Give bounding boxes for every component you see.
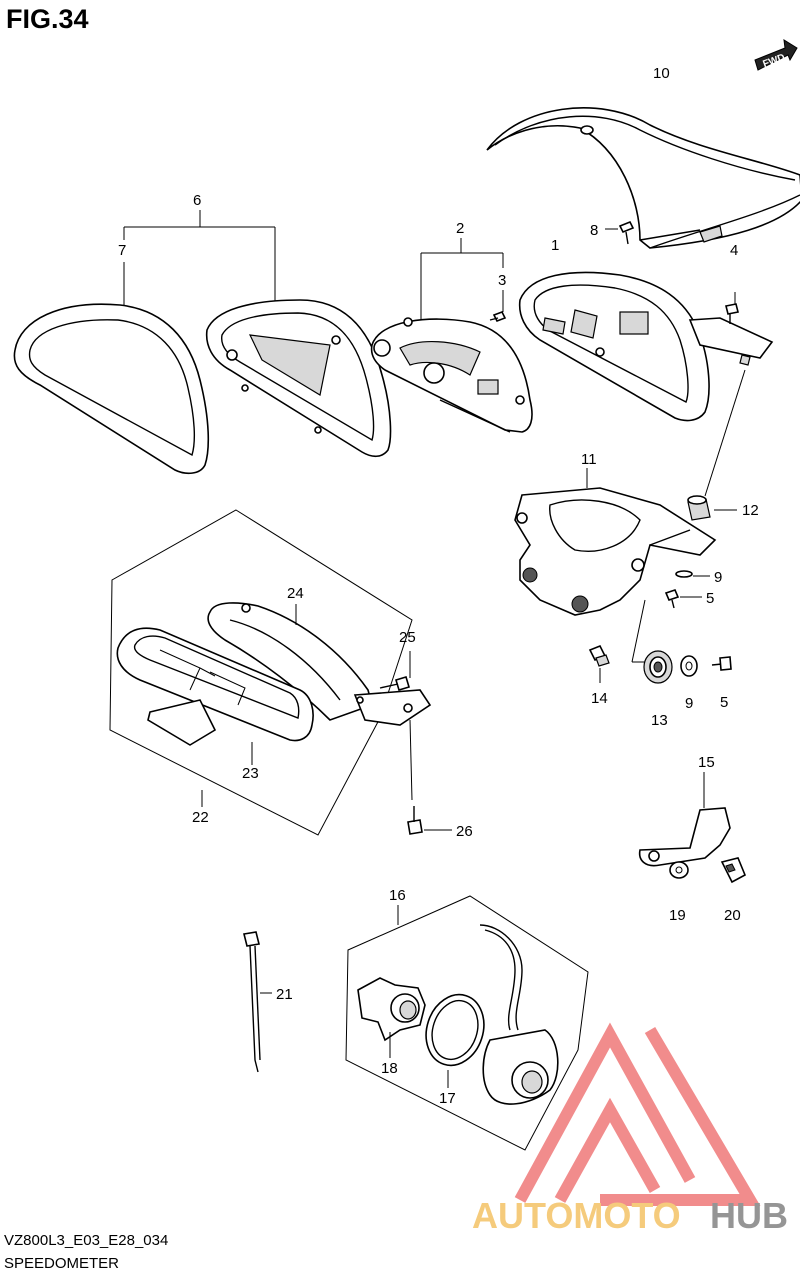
watermark-hub-text: HUB (710, 1195, 788, 1236)
part-9-washer-upper (675, 570, 710, 578)
part-1-meter-housing (518, 271, 774, 422)
callout-1: 1 (551, 237, 559, 254)
part-2-meter-assy (370, 317, 533, 433)
part-11-meter-bracket (514, 468, 717, 616)
part-8-screw (605, 220, 635, 245)
part-16-speed-sensor (479, 924, 559, 1105)
callout-14: 14 (591, 690, 608, 707)
callout-22: 22 (192, 809, 209, 826)
part-3-screw (489, 310, 507, 323)
part-10-meter-cover (486, 107, 800, 249)
part-24-mount-tab (353, 689, 432, 801)
part-20-clip (720, 857, 747, 884)
callout-26: 26 (456, 823, 473, 840)
callout-4: 4 (730, 242, 738, 259)
part-13-grommet (643, 650, 673, 684)
callout-9-upper: 9 (714, 569, 722, 586)
figure-title: FIG.34 (6, 4, 89, 34)
watermark-automoto-text: AUTOMOTO (472, 1195, 681, 1236)
part-16-group-box (345, 895, 589, 1151)
part-6-leader (123, 210, 276, 305)
callout-5-lower: 5 (720, 694, 728, 711)
callout-11: 11 (581, 451, 597, 468)
model-code: VZ800L3_E03_E28_034 (4, 1232, 169, 1249)
callout-12: 12 (742, 502, 759, 519)
callout-18: 18 (381, 1060, 398, 1077)
part-18-sensor-gear (357, 977, 426, 1058)
part-5-screw-lower (711, 656, 732, 671)
fwd-direction-arrow: FWD (754, 39, 798, 71)
callout-13: 13 (651, 712, 668, 729)
part-9-washer-lower (680, 655, 698, 677)
callout-3: 3 (498, 272, 506, 289)
part-14-bolt (588, 644, 610, 683)
part-26-screw (407, 806, 452, 835)
callout-24: 24 (287, 585, 304, 602)
part-19-washer (669, 861, 689, 879)
callout-10: 10 (653, 65, 670, 82)
callout-2: 2 (456, 220, 464, 237)
callout-6: 6 (193, 192, 201, 209)
callout-19: 19 (669, 907, 686, 924)
part-23-indicator-lamp (116, 627, 314, 765)
callout-7: 7 (118, 242, 126, 259)
part-5-screw-upper (664, 589, 702, 609)
fwd-label: FWD (761, 52, 786, 70)
part-6-meter-case (205, 299, 392, 458)
callout-17: 17 (439, 1090, 456, 1107)
section-name: SPEEDOMETER (4, 1255, 120, 1272)
callout-21: 21 (276, 986, 293, 1003)
part-25-screw (379, 651, 411, 691)
part-21-cable-tie (243, 931, 272, 1073)
callout-23: 23 (242, 765, 259, 782)
leader-line-12 (704, 369, 746, 497)
part-22-group-box (109, 509, 413, 836)
part-7-meter-lens (13, 303, 210, 475)
callout-8: 8 (590, 222, 598, 239)
callout-9-lower: 9 (685, 695, 693, 712)
leader-line-13 (631, 599, 646, 663)
callout-16: 16 (389, 887, 406, 904)
part-4-screw (725, 292, 739, 324)
part-15-bracket (638, 772, 731, 867)
callout-15: 15 (698, 754, 715, 771)
callout-labels: 10 6 7 2 3 1 8 4 11 12 9 5 14 13 9 5 24 … (118, 65, 759, 1107)
callout-25: 25 (399, 629, 416, 646)
part-17-seal-ring (425, 993, 485, 1088)
callout-5-upper: 5 (706, 590, 714, 607)
part-2-leader (420, 238, 504, 320)
watermark-logo: AUTOMOTO HUB (472, 1022, 788, 1236)
part-12-grommet (687, 495, 737, 521)
callout-20: 20 (724, 907, 741, 924)
